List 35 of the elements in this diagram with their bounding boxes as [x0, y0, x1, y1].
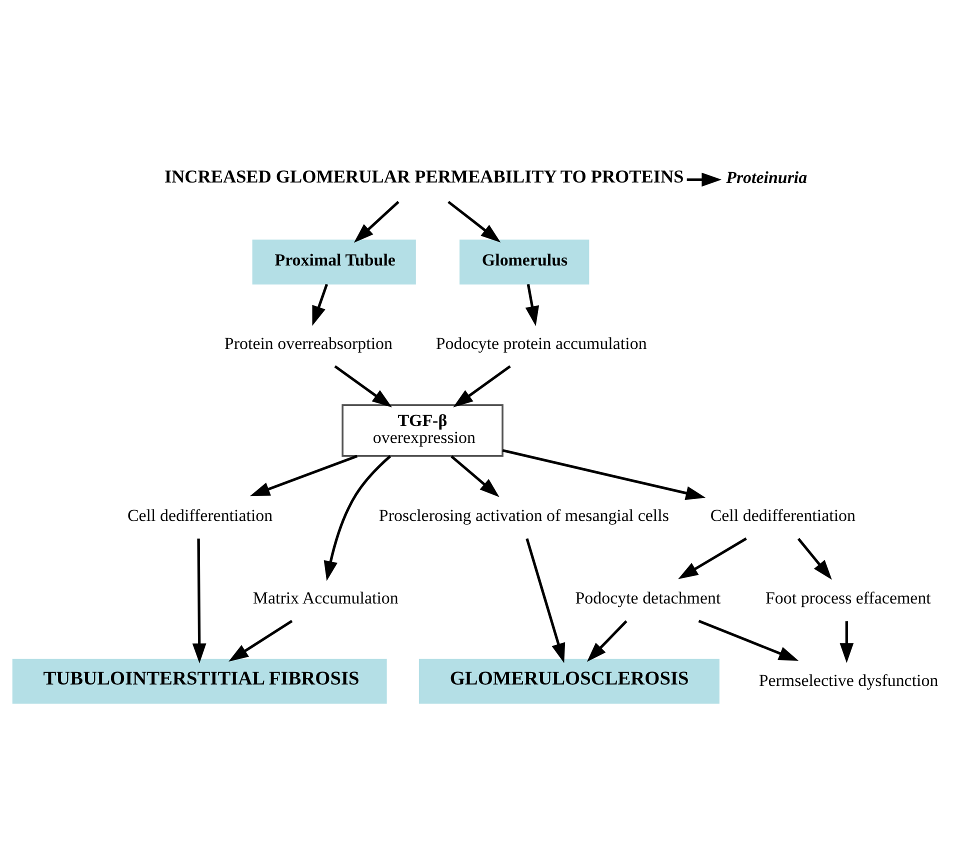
arrow	[686, 172, 722, 187]
arrow	[840, 621, 854, 664]
arrow	[312, 284, 328, 326]
node-text: Cell dedifferentiation	[710, 506, 856, 526]
node-box: Proximal Tubule	[252, 240, 416, 284]
node-text: Foot process effacement	[765, 588, 931, 608]
arrow	[526, 538, 566, 664]
node-text: INCREASED GLOMERULAR PERMEABILITY TO PROTEINS	[164, 166, 684, 187]
node-text: Podocyte protein accumulation	[436, 334, 647, 353]
node-text: Podocyte detachment	[575, 588, 721, 608]
arrow	[334, 365, 392, 408]
node-text: Prosclerosing activation of mesangial cells	[378, 506, 669, 526]
node-box: Glomerulus	[460, 240, 590, 284]
arrow	[354, 200, 400, 243]
node-text: Cell dedifferentiation	[127, 506, 273, 526]
arrow	[450, 455, 500, 498]
arrow	[525, 284, 540, 326]
arrow	[250, 454, 358, 496]
arrow	[448, 200, 501, 242]
arrow	[324, 455, 392, 582]
node-box: TUBULOINTERSTITIAL FIBROSIS	[12, 658, 387, 704]
node-box: GLOMERULOSCLEROSIS	[418, 658, 720, 704]
arrow	[678, 537, 747, 580]
node-text: Matrix Accumulation	[252, 588, 398, 608]
node-text: Permselective dysfunction	[758, 670, 938, 690]
arrow	[698, 620, 799, 661]
arrow	[228, 620, 293, 662]
arrow	[586, 620, 628, 662]
node-box: TGF-β overexpression	[342, 404, 504, 457]
node-text: Proteinuria	[726, 168, 808, 187]
arrow	[797, 538, 832, 580]
arrow	[192, 538, 206, 664]
node-text: Protein overreabsorption	[224, 334, 393, 353]
arrow	[453, 365, 511, 408]
arrow	[502, 449, 706, 500]
